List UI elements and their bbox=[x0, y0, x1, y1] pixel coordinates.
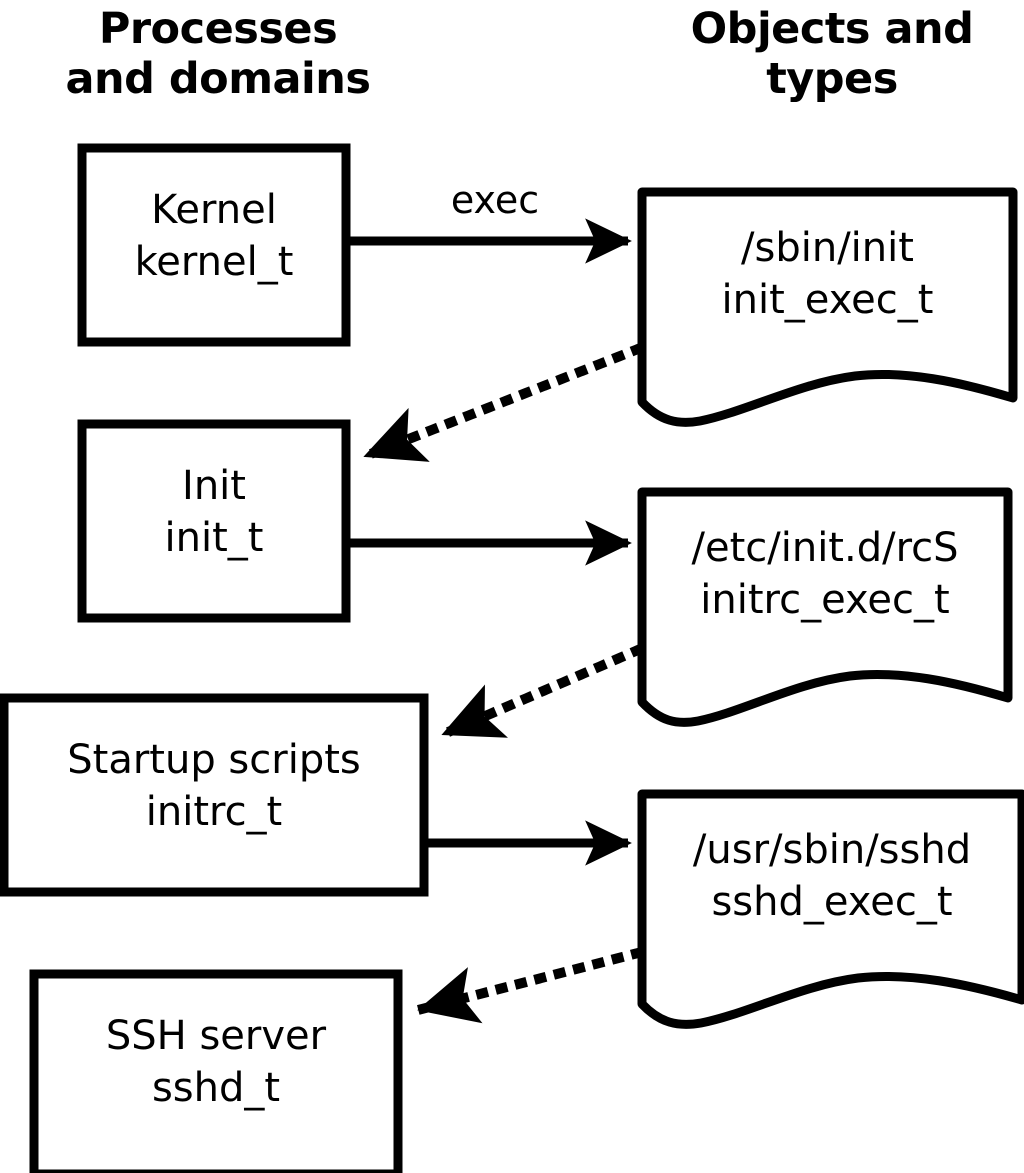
object-doc-sbin-init[interactable] bbox=[637, 187, 1018, 427]
edge-sshdexec-transition-sshd bbox=[415, 946, 645, 1024]
object-doc-usr-sbin-sshd[interactable] bbox=[637, 789, 1024, 1029]
process-box-startup-scripts[interactable] bbox=[0, 693, 429, 897]
column-heading-processes-and-domains: Processes and domains bbox=[65, 4, 371, 104]
process-box-ssh-server[interactable] bbox=[29, 969, 403, 1173]
process-box-init[interactable] bbox=[77, 419, 351, 623]
edge-initexec-transition-init bbox=[361, 342, 645, 462]
process-box-kernel[interactable] bbox=[77, 143, 351, 347]
edge-initrcexec-transition-initrc bbox=[439, 643, 645, 740]
edge-label-exec: exec bbox=[450, 178, 540, 222]
column-heading-objects-and-types: Objects and types bbox=[690, 4, 974, 104]
object-doc-etc-initd-rcs[interactable] bbox=[637, 487, 1013, 727]
